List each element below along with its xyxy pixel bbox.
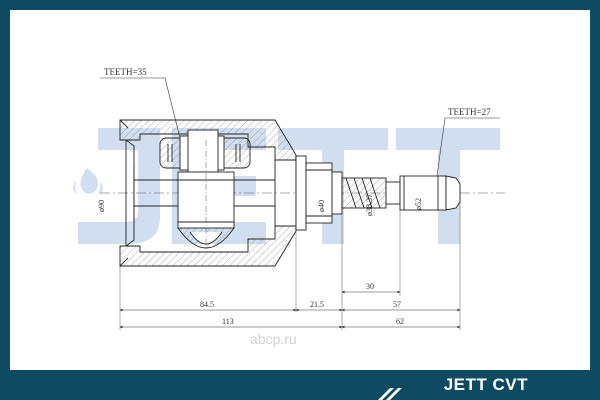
watermark-site-text: abcp.ru bbox=[250, 331, 297, 347]
frame-left bbox=[0, 0, 10, 400]
tripod-roller bbox=[159, 129, 251, 173]
dim-62: 62 bbox=[396, 317, 404, 326]
splined-shaft bbox=[331, 171, 461, 215]
diameter-spline-label: ø38.37 bbox=[365, 194, 374, 216]
diagonal-stripe-icon bbox=[378, 388, 402, 400]
spider-body bbox=[177, 140, 235, 250]
dim-84-5: 84.5 bbox=[200, 300, 214, 309]
frame-right bbox=[590, 0, 600, 400]
flame-drop-icon bbox=[73, 168, 103, 195]
diameter-housing-label: ø90 bbox=[97, 200, 106, 212]
diameter-shaft-label: ø52 bbox=[414, 198, 423, 210]
teeth-outer-callout: TEETH=35 bbox=[104, 67, 147, 77]
footer-band bbox=[375, 370, 600, 400]
dim-30: 30 bbox=[366, 282, 374, 291]
dim-21-5: 21.5 bbox=[310, 300, 324, 309]
flange bbox=[295, 155, 333, 231]
teeth-shaft-callout: TEETH=27 bbox=[448, 107, 491, 117]
frame-top bbox=[0, 0, 600, 10]
dimension-lines bbox=[119, 290, 461, 329]
dim-113: 113 bbox=[222, 317, 234, 326]
callout-leaders bbox=[100, 77, 500, 177]
dim-57: 57 bbox=[393, 300, 401, 309]
footer-brand-label: JETT CVT bbox=[443, 375, 528, 394]
diameter-flange-label: ø40 bbox=[317, 200, 326, 212]
